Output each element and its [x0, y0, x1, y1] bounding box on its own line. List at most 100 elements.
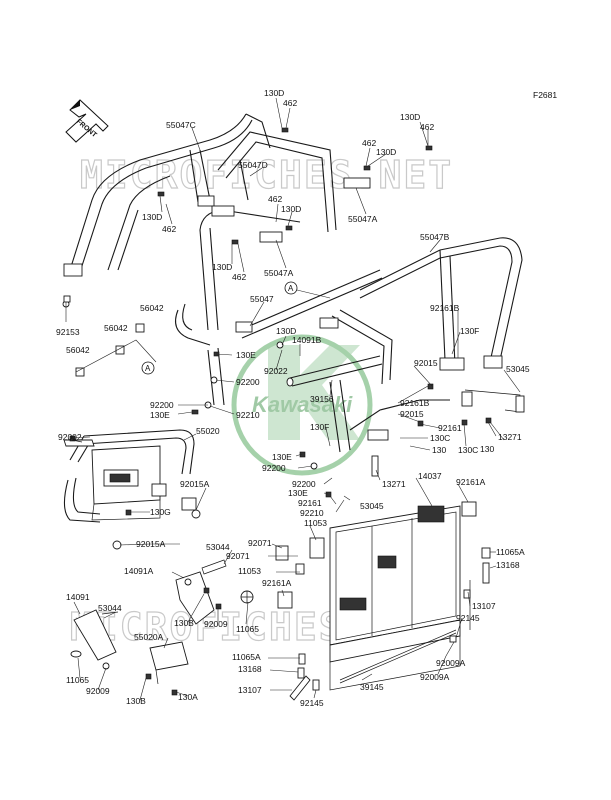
callout-letter-lower: A	[145, 364, 151, 373]
label-92200: 92200	[150, 400, 174, 410]
callout-a-upper: A	[284, 281, 331, 299]
label-14091a: 14091A	[124, 566, 154, 576]
label-130c: 130C	[458, 445, 478, 455]
label-55047d: 55047D	[238, 160, 268, 170]
label-92200: 92200	[236, 377, 260, 387]
label-56042: 56042	[104, 323, 128, 333]
label-11065a: 11065A	[232, 652, 261, 662]
callout-a-lower: A	[75, 339, 157, 375]
label-55020: 55020	[196, 426, 220, 436]
label-462: 462	[362, 138, 376, 148]
label-13271: 13271	[382, 479, 406, 489]
label-130d: 130D	[281, 204, 301, 214]
label-92022: 92022	[264, 366, 288, 376]
label-92015: 92015	[414, 358, 438, 368]
label-130e: 130E	[272, 452, 292, 462]
label-13168: 13168	[238, 664, 262, 674]
label-92009a: 92009A	[436, 658, 466, 668]
label-55020a: 55020A	[134, 632, 164, 642]
front-arrow-icon: FRONT	[65, 99, 109, 143]
label-130b: 130B	[174, 618, 194, 628]
rod-39145	[339, 629, 457, 684]
roll-cage-55047c	[63, 113, 271, 277]
label-462: 462	[420, 122, 434, 132]
label-92161: 92161	[298, 498, 322, 508]
label-130: 130	[480, 444, 494, 454]
label-92210: 92210	[236, 410, 260, 420]
label-14091: 14091	[66, 592, 90, 602]
label-92015a: 92015A	[180, 479, 210, 489]
label-56042: 56042	[140, 303, 164, 313]
label-53044: 53044	[206, 542, 230, 552]
label-92009a: 92009A	[420, 672, 450, 682]
bracket-55020a	[149, 641, 189, 685]
label-92161b: 92161B	[400, 398, 430, 408]
label-55047: 55047	[250, 294, 274, 304]
label-39145: 39145	[360, 682, 384, 692]
label-11065: 11065	[66, 675, 89, 685]
label-13107: 13107	[472, 601, 496, 611]
label-53045: 53045	[360, 501, 384, 511]
label-92200: 92200	[262, 463, 286, 473]
label-92161b: 92161B	[430, 303, 460, 313]
label-130d: 130D	[276, 326, 296, 336]
bracket-53045	[461, 389, 525, 413]
label-92015a: 92015A	[136, 539, 166, 549]
panel-14037	[329, 501, 477, 691]
label-92210: 92210	[300, 508, 324, 518]
label-130f: 130F	[460, 326, 479, 336]
label-130g: 130G	[150, 507, 171, 517]
label-92161a: 92161A	[262, 578, 292, 588]
label-130d: 130D	[400, 112, 420, 122]
label-55047b: 55047B	[420, 232, 450, 242]
label-130: 130	[432, 445, 446, 455]
guard-14091a	[175, 559, 227, 625]
label-130c: 130C	[430, 433, 450, 443]
label-56042: 56042	[66, 345, 90, 355]
label-55047a: 55047A	[348, 214, 378, 224]
label-11053: 11053	[304, 518, 327, 528]
label-55047a: 55047A	[264, 268, 294, 278]
diagram-code: F2681	[533, 90, 557, 100]
label-92161: 92161	[438, 423, 462, 433]
label-130d: 130D	[376, 147, 396, 157]
label-462: 462	[162, 224, 176, 234]
roll-cage-55047b	[343, 177, 523, 371]
label-92009: 92009	[204, 619, 228, 629]
label-11053: 11053	[238, 566, 261, 576]
lower-tube-39156	[207, 347, 450, 441]
label-92161a: 92161A	[456, 477, 486, 487]
kawasaki-logo-watermark: Kawasaki	[231, 334, 373, 476]
label-462: 462	[268, 194, 282, 204]
label-130b: 130B	[126, 696, 146, 706]
label-130d: 130D	[142, 212, 162, 222]
callout-letter-upper: A	[288, 284, 294, 293]
roll-cage-55047d	[199, 131, 337, 331]
cross-bar-55047	[175, 269, 393, 453]
label-92071: 92071	[226, 551, 250, 561]
label-53044: 53044	[98, 603, 122, 613]
label-92002: 92002	[58, 432, 82, 442]
leader-lines	[65, 97, 521, 701]
label-130d: 130D	[212, 262, 232, 272]
label-130e: 130E	[236, 350, 256, 360]
front-bumper-55020	[63, 429, 197, 523]
part-labels: 130D 462 130D 462 55047C 462 130D 55047D…	[56, 88, 530, 708]
label-13271: 13271	[498, 432, 522, 442]
label-13107: 13107	[238, 685, 262, 695]
label-92200: 92200	[292, 479, 316, 489]
label-92009: 92009	[86, 686, 110, 696]
label-14091b: 14091B	[292, 335, 322, 345]
label-53045: 53045	[506, 364, 530, 374]
label-92145: 92145	[456, 613, 480, 623]
label-92145: 92145	[300, 698, 324, 708]
kawasaki-logo-text: Kawasaki	[252, 392, 353, 417]
label-92071: 92071	[248, 538, 272, 548]
label-462: 462	[232, 272, 246, 282]
label-11065a: 11065A	[496, 547, 525, 557]
label-14037: 14037	[418, 471, 442, 481]
label-92015: 92015	[400, 409, 424, 419]
label-55047c: 55047C	[166, 120, 196, 130]
label-92153: 92153	[56, 327, 80, 337]
